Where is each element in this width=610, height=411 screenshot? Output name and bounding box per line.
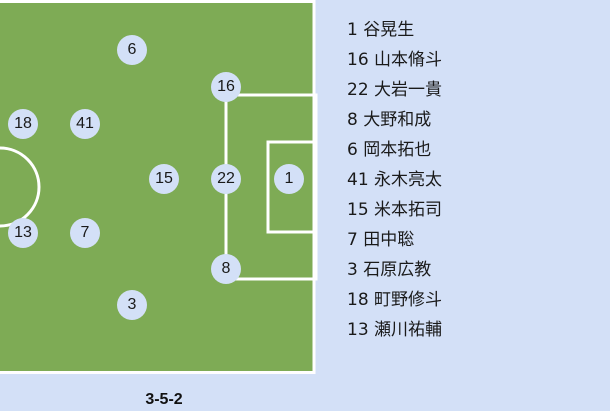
roster-item: 1 谷晃生 bbox=[347, 20, 415, 40]
player-marker: 7 bbox=[70, 218, 100, 248]
player-marker: 6 bbox=[117, 35, 147, 65]
player-marker: 8 bbox=[211, 254, 241, 284]
player-marker: 18 bbox=[8, 109, 38, 139]
player-marker: 22 bbox=[211, 164, 241, 194]
roster-item: 18 町野修斗 bbox=[347, 290, 443, 310]
formation-label: 3-5-2 bbox=[145, 391, 183, 408]
player-marker: 16 bbox=[211, 72, 241, 102]
roster-item: 13 瀬川祐輔 bbox=[347, 320, 443, 340]
roster-list: 1 谷晃生 16 山本脩斗 22 大岩一貴 8 大野和成 6 岡本拓也 41 永… bbox=[347, 17, 442, 347]
player-marker: 13 bbox=[8, 218, 38, 248]
roster-item: 3 石原広教 bbox=[347, 260, 432, 280]
center-circle bbox=[0, 146, 41, 228]
roster-item: 16 山本脩斗 bbox=[347, 50, 443, 70]
player-marker: 41 bbox=[70, 109, 100, 139]
goal-box bbox=[266, 140, 318, 234]
player-marker: 3 bbox=[117, 290, 147, 320]
player-marker: 15 bbox=[149, 164, 179, 194]
roster-item: 8 大野和成 bbox=[347, 110, 432, 130]
roster-item: 6 岡本拓也 bbox=[347, 140, 432, 160]
roster-item: 15 米本拓司 bbox=[347, 200, 443, 220]
roster-item: 22 大岩一貴 bbox=[347, 80, 443, 100]
pitch-border bbox=[0, 0, 316, 374]
player-marker: 1 bbox=[274, 164, 304, 194]
roster-item: 41 永木亮太 bbox=[347, 170, 443, 190]
roster-item: 7 田中聡 bbox=[347, 230, 415, 250]
